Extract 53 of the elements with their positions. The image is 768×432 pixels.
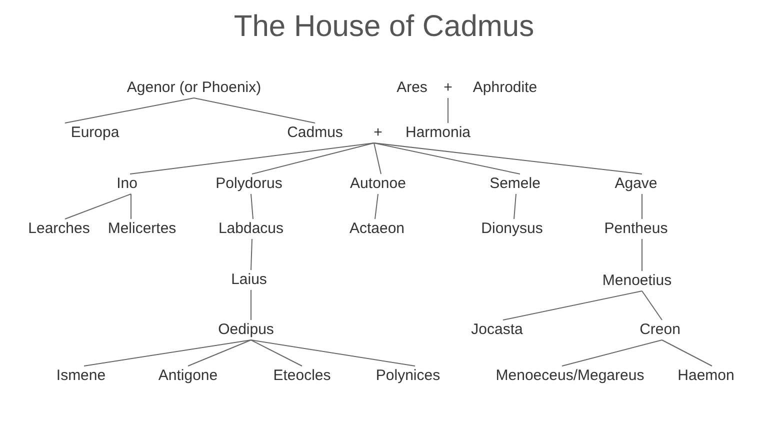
name-text: Laius	[231, 270, 267, 290]
family-line	[514, 194, 516, 220]
name-text: Haemon	[678, 366, 734, 386]
name-text: Learches	[28, 219, 90, 239]
family-line	[250, 290, 252, 320]
family-line	[84, 340, 252, 366]
family-line	[250, 340, 416, 366]
family-line	[64, 98, 194, 124]
family-line	[64, 194, 132, 220]
family-line	[374, 194, 378, 220]
name-text: +	[374, 123, 382, 143]
name-text: Polynices	[376, 366, 440, 386]
family-line	[252, 142, 374, 174]
family-line	[130, 142, 374, 174]
name-text: Agave	[614, 174, 658, 194]
name-text: Europa	[70, 123, 120, 143]
name-text: Harmonia	[405, 123, 471, 143]
name-text: +	[444, 78, 452, 98]
family-line	[130, 194, 132, 220]
name-text: Ino	[116, 174, 138, 194]
family-line	[662, 340, 712, 366]
name-text: Ismene	[56, 366, 106, 386]
name-text: Actaeon	[349, 219, 405, 239]
family-line	[250, 194, 254, 220]
name-text: Agenor (or Phoenix)	[126, 78, 262, 98]
name-text: Jocasta	[471, 320, 523, 340]
family-line	[188, 340, 252, 366]
family-line	[374, 142, 520, 174]
name-text: Oedipus	[218, 320, 274, 340]
name-text: Polydorus	[216, 174, 282, 194]
family-line	[642, 290, 662, 320]
name-text: Eteocles	[273, 366, 331, 386]
name-text: Semele	[490, 174, 540, 194]
name-text: Ares	[396, 78, 428, 98]
name-text: Cadmus	[287, 123, 343, 143]
family-line	[250, 340, 302, 366]
name-text: Autonoe	[350, 174, 406, 194]
diagram-title: The House of Cadmus	[234, 10, 534, 44]
name-text: Labdacus	[218, 219, 284, 239]
family-line	[374, 142, 382, 174]
name-text: Pentheus	[604, 219, 668, 239]
name-text: Dionysus	[481, 219, 543, 239]
name-text: Menoetius	[602, 271, 672, 291]
name-text: Aphrodite	[472, 78, 538, 98]
family-line	[374, 142, 642, 174]
name-text: Creon	[640, 320, 680, 340]
family-line	[194, 98, 316, 124]
name-text: Menoeceus/Megareus	[496, 366, 644, 386]
name-text: Antigone	[158, 366, 218, 386]
family-line	[502, 290, 642, 320]
name-text: Melicertes	[108, 219, 176, 239]
family-line	[250, 238, 252, 270]
family-line	[562, 340, 662, 366]
